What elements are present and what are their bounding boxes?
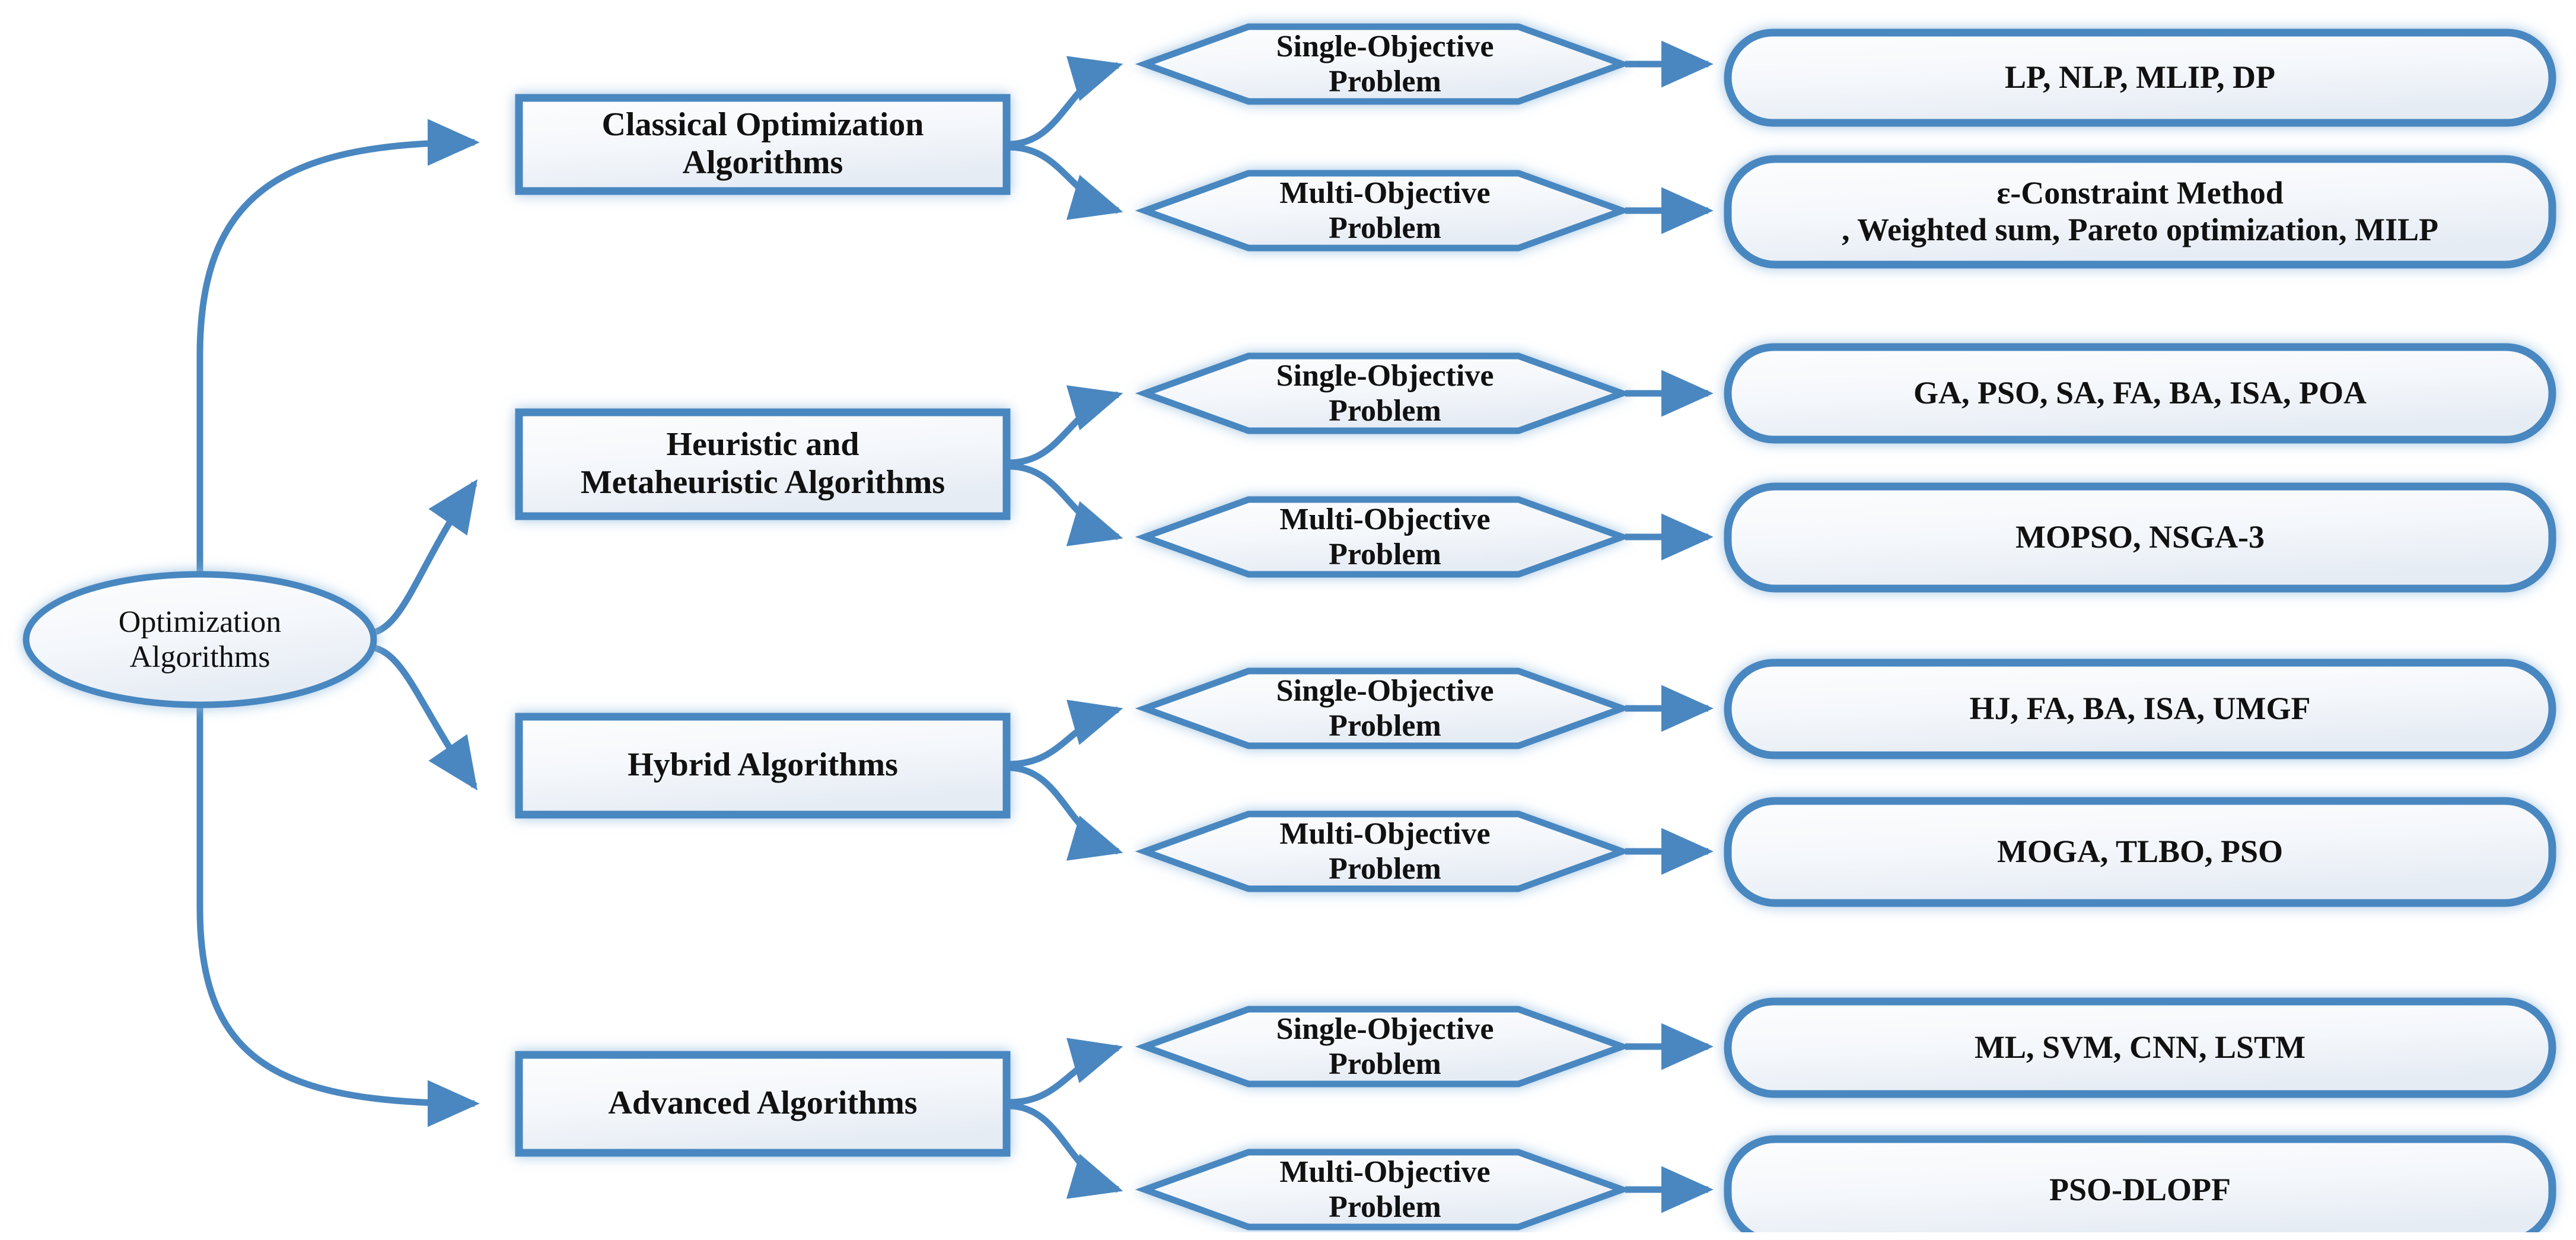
hexagon-shape	[1135, 352, 1632, 434]
node-leaf-advanced-multi[interactable]	[1724, 1135, 2556, 1232]
connector-group-classical	[1008, 56, 1123, 220]
category-box-shape	[515, 713, 1011, 819]
root-ellipse-shape	[23, 571, 377, 708]
leaf-box-shape	[1724, 28, 2556, 127]
leaf-box-shape	[1724, 659, 2556, 759]
connector-advanced-to-single	[1008, 1038, 1123, 1106]
node-hexagon-hybrid-multi[interactable]	[1135, 810, 1632, 892]
connector-group-hybrid-leaves	[1625, 685, 1714, 875]
category-box-shape	[515, 1051, 1011, 1157]
connector-hybrid-to-multi	[1008, 764, 1123, 861]
leaf-box-shape	[1724, 155, 2556, 269]
node-hexagon-heuristic-single[interactable]	[1135, 352, 1632, 434]
hexagon-shape	[1135, 810, 1632, 892]
connector-heuristic-to-single	[1008, 385, 1123, 466]
connector-classical-to-multi	[1008, 144, 1123, 220]
connector-root-to-hybrid	[365, 643, 477, 791]
connector-classical-to-single	[1008, 56, 1123, 148]
node-category-hybrid[interactable]	[515, 713, 1011, 819]
node-leaf-hybrid-single[interactable]	[1724, 659, 2556, 759]
node-hexagon-advanced-multi[interactable]	[1135, 1149, 1632, 1231]
node-leaf-classical-multi[interactable]	[1724, 155, 2556, 269]
node-category-classical[interactable]	[515, 94, 1011, 195]
node-leaf-hybrid-multi[interactable]	[1724, 797, 2556, 907]
node-hexagon-hybrid-single[interactable]	[1135, 667, 1632, 749]
node-leaf-classical-single[interactable]	[1724, 28, 2556, 127]
leaf-box-shape	[1724, 482, 2556, 593]
hexagon-shape	[1135, 496, 1632, 578]
connector-group-advanced-leaves	[1625, 1023, 1714, 1213]
node-hexagon-heuristic-multi[interactable]	[1135, 496, 1632, 578]
node-category-advanced[interactable]	[515, 1051, 1011, 1157]
node-leaf-heuristic-single[interactable]	[1724, 343, 2556, 444]
leaf-box-shape	[1724, 343, 2556, 444]
connector-root-to-heuristic	[365, 479, 477, 637]
hexagon-shape	[1135, 23, 1632, 105]
node-category-heuristic[interactable]	[515, 408, 1011, 520]
node-leaf-advanced-single[interactable]	[1724, 997, 2556, 1098]
connector-group-heuristic-leaves	[1625, 370, 1714, 561]
hexagon-shape	[1135, 170, 1632, 252]
node-hexagon-classical-multi[interactable]	[1135, 170, 1632, 252]
connector-group-heuristic	[1008, 385, 1123, 546]
hexagon-shape	[1135, 1149, 1632, 1231]
node-hexagon-classical-single[interactable]	[1135, 23, 1632, 105]
node-root-optimization-algorithms[interactable]	[23, 571, 377, 708]
connector-group-hybrid	[1008, 700, 1123, 861]
leaf-box-shape	[1724, 997, 2556, 1098]
leaf-box-shape	[1724, 1135, 2556, 1232]
hexagon-shape	[1135, 667, 1632, 749]
connector-advanced-to-multi	[1008, 1102, 1123, 1199]
connector-hybrid-to-single	[1008, 700, 1123, 768]
connector-group-classical-leaves	[1625, 40, 1714, 234]
category-box-shape	[515, 94, 1011, 195]
category-box-shape	[515, 408, 1011, 520]
hexagon-shape	[1135, 1006, 1632, 1088]
connector-group-root	[196, 119, 480, 1127]
node-hexagon-advanced-single[interactable]	[1135, 1006, 1632, 1088]
node-leaf-heuristic-multi[interactable]	[1724, 482, 2556, 593]
connector-heuristic-to-multi	[1008, 463, 1123, 546]
connector-root-to-classical	[196, 119, 480, 584]
connector-group-advanced	[1008, 1038, 1123, 1199]
connector-root-to-advanced	[196, 695, 480, 1127]
leaf-box-shape	[1724, 797, 2556, 907]
